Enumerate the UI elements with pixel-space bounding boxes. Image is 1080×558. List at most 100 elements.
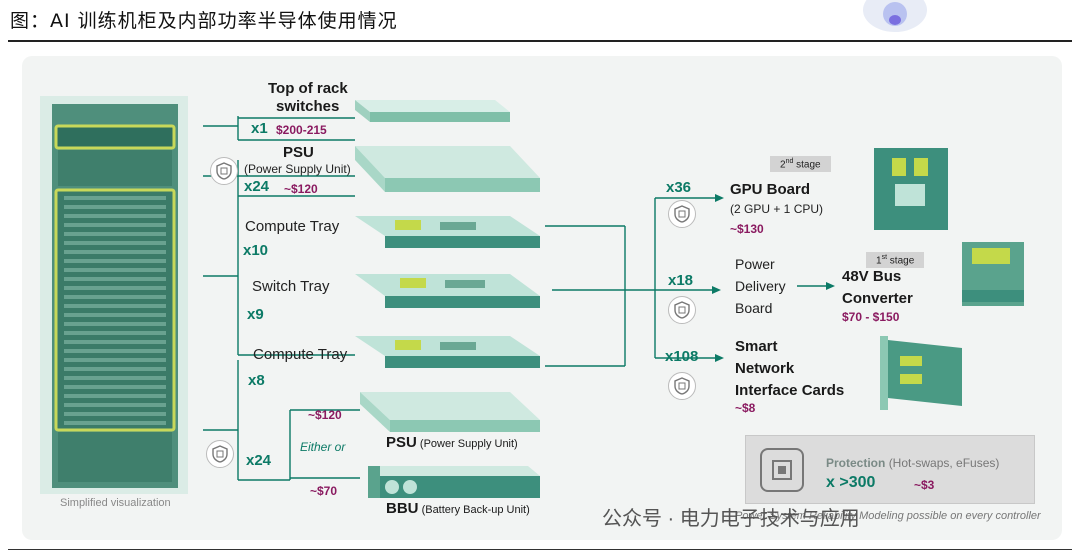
nic-price: ~$8 <box>735 401 756 415</box>
bus-line1: 48V Bus <box>842 268 902 285</box>
compute-tray-2-image <box>355 336 540 368</box>
stage1-num: 1 <box>876 255 882 267</box>
rack-slot <box>64 241 166 245</box>
nic-shield-icon <box>668 372 696 400</box>
protection-label: Protection <box>826 456 886 470</box>
arrowheads <box>712 194 835 362</box>
rack-slot <box>64 295 166 299</box>
psu-top-qty: x24 <box>244 178 270 195</box>
stage2-num: 2 <box>780 159 786 171</box>
switch-tray-image <box>355 274 540 308</box>
compute-tray-2-qty: x8 <box>248 372 265 389</box>
psu-top-title: PSU <box>283 144 314 161</box>
rack-slot <box>64 403 166 407</box>
nic-line1: Smart <box>735 338 778 355</box>
rack-caption: Simplified visualization <box>60 497 171 509</box>
rack-slot <box>64 250 166 254</box>
bottom-psu-price: ~$120 <box>308 408 342 422</box>
pdb-line1: Power <box>735 256 775 272</box>
rack-slot <box>64 259 166 263</box>
psu-top-price: ~$120 <box>284 182 318 196</box>
gpu-price: ~$130 <box>730 222 764 236</box>
chip-icon <box>760 448 804 492</box>
stage2-sup: nd <box>785 158 794 165</box>
nic-line3: Interface Cards <box>735 382 845 399</box>
rack-slot <box>64 223 166 227</box>
gpu-title: GPU Board <box>730 181 811 198</box>
bus-line2: Converter <box>842 290 913 307</box>
rack-slot <box>64 196 166 200</box>
pdb-line2: Delivery <box>735 278 786 294</box>
bottom-psu-subtitle: (Power Supply Unit) <box>419 438 518 450</box>
rack-slot <box>64 304 166 308</box>
stage1-word: stage <box>889 255 915 267</box>
server-rack <box>40 96 188 494</box>
nic-line2: Network <box>735 360 795 377</box>
compute-tray-2-title: Compute Tray <box>253 346 348 363</box>
tor-price: $200-215 <box>276 123 327 137</box>
mascot-decoration <box>850 0 940 40</box>
bbu-subtitle: (Battery Back-up Unit) <box>421 504 530 516</box>
nic-qty: x108 <box>665 348 699 365</box>
psu-bottom-image <box>360 392 540 432</box>
stage2-word: stage <box>796 159 821 171</box>
rack-slot <box>64 376 166 380</box>
protection-box: Protection (Hot-swaps, eFuses) x >300 ~$… <box>745 435 1035 504</box>
rack-slot <box>64 421 166 425</box>
rack-slot <box>64 340 166 344</box>
watermark-overlay-text: Power System Reliability Modeling possib… <box>735 510 1041 522</box>
rack-slot <box>64 385 166 389</box>
rack-slot <box>64 322 166 326</box>
first-stage-badge: 1st stage <box>866 252 925 269</box>
tor-qty: x1 <box>251 120 268 137</box>
bus-price: $70 - $150 <box>842 310 900 324</box>
protection-detail: (Hot-swaps, eFuses) <box>888 456 1000 470</box>
gpu-subtitle: (2 GPU + 1 CPU) <box>730 202 824 216</box>
second-stage-badge: 2nd stage <box>770 156 831 173</box>
pdb-shield-icon <box>668 296 696 324</box>
psu-top-subtitle: (Power Supply Unit) <box>244 162 351 176</box>
bottom-divider <box>8 549 1072 550</box>
switch-tray-qty: x9 <box>247 306 264 323</box>
protection-qty: x >300 <box>826 474 876 491</box>
stage1-sup: st <box>881 254 888 261</box>
psu-top-image <box>355 146 540 192</box>
protection-price: ~$3 <box>914 478 935 492</box>
bbu-image <box>368 466 540 498</box>
tor-title-2: switches <box>276 98 340 115</box>
gpu-qty: x36 <box>666 179 692 196</box>
protection-shield-icon <box>210 157 238 185</box>
rack-slot <box>64 268 166 272</box>
watermark: 公众号 · 电力电子技术与应用 <box>602 508 860 530</box>
nic-image <box>880 336 962 410</box>
bbu-label: BBU (Battery Back-up Unit) <box>386 500 530 517</box>
either-or-label: Either or <box>300 440 346 454</box>
protection-label-row: Protection (Hot-swaps, eFuses) <box>826 456 999 470</box>
bus-converter-image <box>962 242 1024 306</box>
figure-title: 图：AI 训练机柜及内部功率半导体使用情况 <box>10 10 398 32</box>
bottom-bbu-price: ~$70 <box>310 484 338 498</box>
compute-tray-1-title: Compute Tray <box>245 218 340 235</box>
rack-slot <box>64 205 166 209</box>
bottom-psu-title: PSU <box>386 434 417 451</box>
rack-slot <box>64 277 166 281</box>
rack-slot <box>64 367 166 371</box>
rack-slot <box>64 412 166 416</box>
tree-connectors <box>203 116 715 481</box>
protection-shield-icon-bottom <box>206 440 234 468</box>
bottom-psu-label: PSU (Power Supply Unit) <box>386 434 518 451</box>
compute-tray-1-image <box>355 216 540 248</box>
rack-slot <box>64 394 166 398</box>
rack-slot <box>64 286 166 290</box>
gpu-board-image <box>874 148 948 230</box>
rack-slot <box>64 214 166 218</box>
rack-slot <box>64 232 166 236</box>
gpu-shield-icon <box>668 200 696 228</box>
tor-title-1: Top of rack <box>268 80 348 97</box>
pdb-qty: x18 <box>668 272 694 289</box>
bbu-title: BBU <box>386 500 419 517</box>
bottom-qty: x24 <box>246 452 272 469</box>
rack-slot <box>64 313 166 317</box>
rack-slot <box>64 331 166 335</box>
